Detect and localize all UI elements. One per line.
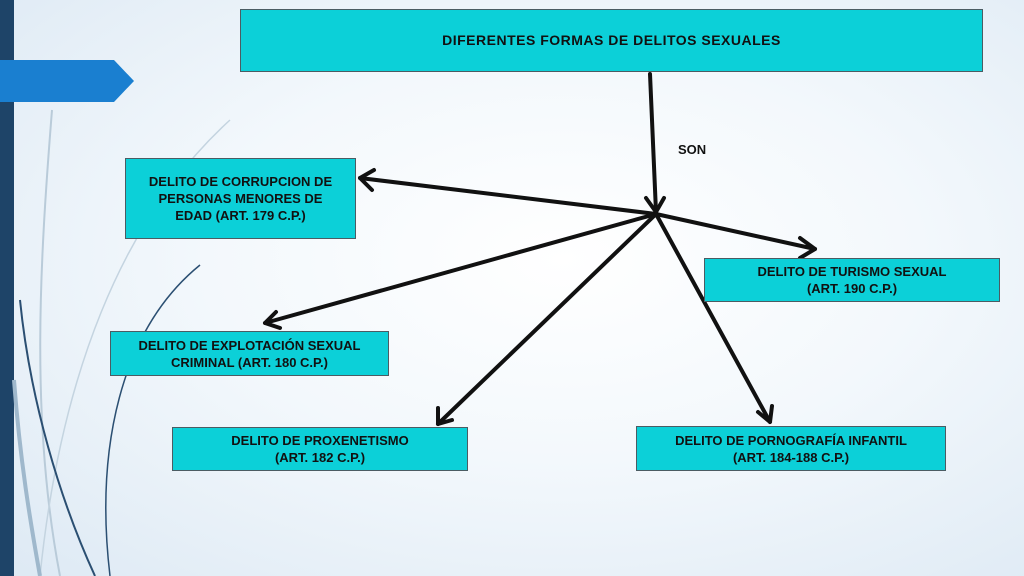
- node-corrupcion-label: DELITO DE CORRUPCION DE PERSONAS MENORES…: [148, 174, 333, 223]
- node-turismo: DELITO DE TURISMO SEXUAL (ART. 190 C.P.): [704, 258, 1000, 302]
- node-explotacion-label: DELITO DE EXPLOTACIÓN SEXUAL CRIMINAL (A…: [138, 337, 361, 370]
- arrow-to-proxenetismo: [436, 212, 658, 426]
- connector-label: SON: [678, 142, 707, 157]
- node-explotacion: DELITO DE EXPLOTACIÓN SEXUAL CRIMINAL (A…: [110, 331, 389, 376]
- title-text: DIFERENTES FORMAS DE DELITOS SEXUALES: [442, 32, 781, 48]
- decorative-curves: [12, 109, 231, 576]
- node-turismo-label: DELITO DE TURISMO SEXUAL (ART. 190 C.P.): [757, 264, 947, 296]
- left-accent-bar: [0, 0, 14, 576]
- title-box: DIFERENTES FORMAS DE DELITOS SEXUALES: [240, 9, 983, 72]
- accent-tab: [0, 60, 134, 102]
- arrow-to-pornografia: [654, 212, 772, 424]
- arrow-to-corrupcion: [358, 176, 658, 216]
- node-pornografia: DELITO DE PORNOGRAFÍA INFANTIL (ART. 184…: [636, 426, 946, 471]
- node-corrupcion: DELITO DE CORRUPCION DE PERSONAS MENORES…: [125, 158, 356, 239]
- node-pornografia-label: DELITO DE PORNOGRAFÍA INFANTIL (ART. 184…: [675, 432, 907, 465]
- node-proxenetismo-label: DELITO DE PROXENETISMO (ART. 182 C.P.): [231, 433, 409, 465]
- node-proxenetismo: DELITO DE PROXENETISMO (ART. 182 C.P.): [172, 427, 468, 471]
- arrow-title-to-hub: [648, 72, 658, 214]
- arrow-to-explotacion: [263, 212, 658, 325]
- arrow-to-turismo: [654, 212, 817, 251]
